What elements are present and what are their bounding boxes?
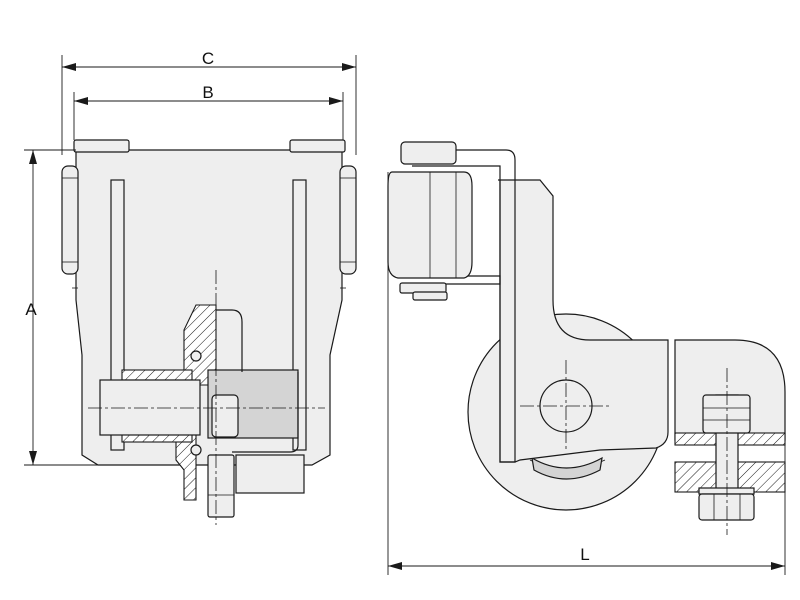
front-roller-right bbox=[339, 165, 357, 275]
side-top-cap bbox=[400, 141, 457, 165]
front-section-bushing bbox=[121, 369, 193, 381]
dimension-lines bbox=[24, 55, 786, 575]
side-l-bracket bbox=[412, 149, 516, 463]
side-view bbox=[387, 141, 786, 535]
front-view bbox=[61, 139, 357, 525]
front-pad-left bbox=[73, 139, 130, 153]
dimension-label-a: A bbox=[25, 300, 37, 319]
front-axle-block bbox=[99, 379, 201, 436]
front-bottom-bolt bbox=[207, 454, 235, 518]
front-pad-right bbox=[289, 139, 346, 153]
dimension-label-c: C bbox=[202, 49, 214, 68]
front-bottom-block bbox=[235, 454, 305, 494]
side-bolt-nut-bottom bbox=[698, 493, 755, 521]
front-roller-left bbox=[61, 165, 79, 275]
dimension-label-l: L bbox=[580, 545, 589, 564]
side-plate bbox=[498, 179, 669, 463]
side-bolt-washer bbox=[698, 487, 755, 495]
front-bracket bbox=[216, 309, 299, 453]
side-bolt-head-top bbox=[702, 394, 751, 434]
dimension-label-b: B bbox=[202, 83, 213, 102]
front-axle-nut bbox=[211, 394, 239, 438]
